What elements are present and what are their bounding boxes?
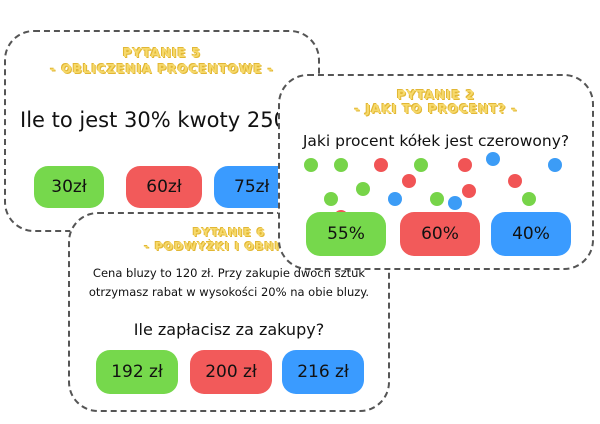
answer-button-2[interactable]: 60zł [126,166,202,208]
blue-circle [548,158,562,172]
question-text: Jaki procent kółek jest czerowony? [302,132,570,150]
blue-circle [448,196,462,210]
red-circle [374,158,388,172]
question-card-2: PYTANIE 2 - JAKI TO PROCENT? - Jaki proc… [278,74,594,270]
blue-circle [388,192,402,206]
answer-button-2[interactable]: 60% [400,212,480,256]
answer-button-3[interactable]: 216 zł [282,350,364,394]
green-circle [324,192,338,206]
card-title: PYTANIE 2 [396,88,476,102]
green-circle [522,192,536,206]
answer-button-1[interactable]: 30zł [34,166,104,208]
card-title: PYTANIE 5 [122,46,202,60]
green-circle [304,158,318,172]
card-subtitle: - PODWYŻKI I OBNIŻKI - [144,240,314,253]
answer-button-3[interactable]: 40% [491,212,571,256]
problem-text-line-1: Cena bluzy to 120 zł. Przy zakupie dwóch… [92,266,366,280]
red-circle [508,174,522,188]
green-circle [414,158,428,172]
problem-text-line-2: otrzymasz rabat w wysokości 20% na obie … [88,285,370,299]
red-circle [458,158,472,172]
question-text: Ile to jest 30% kwoty 250 [20,108,287,132]
question-card-5: PYTANIE 5 - OBLICZENIA PROCENTOWE - Ile … [4,30,320,232]
answer-button-1[interactable]: 55% [306,212,386,256]
card-subtitle: - OBLICZENIA PROCENTOWE - [50,62,274,76]
green-circle [356,182,370,196]
blue-circle [486,152,500,166]
answer-button-1[interactable]: 192 zł [96,350,178,394]
green-circle [430,192,444,206]
question-text: Ile zapłacisz za zakupy? [133,320,325,339]
card-subtitle: - JAKI TO PROCENT? - [354,102,518,116]
answer-button-2[interactable]: 200 zł [190,350,272,394]
red-circle [462,184,476,198]
red-circle [402,174,416,188]
card-title: PYTANIE 6 [192,226,266,239]
green-circle [334,158,348,172]
question-card-6: PYTANIE 6 - PODWYŻKI I OBNIŻKI - Cena bl… [68,212,390,412]
